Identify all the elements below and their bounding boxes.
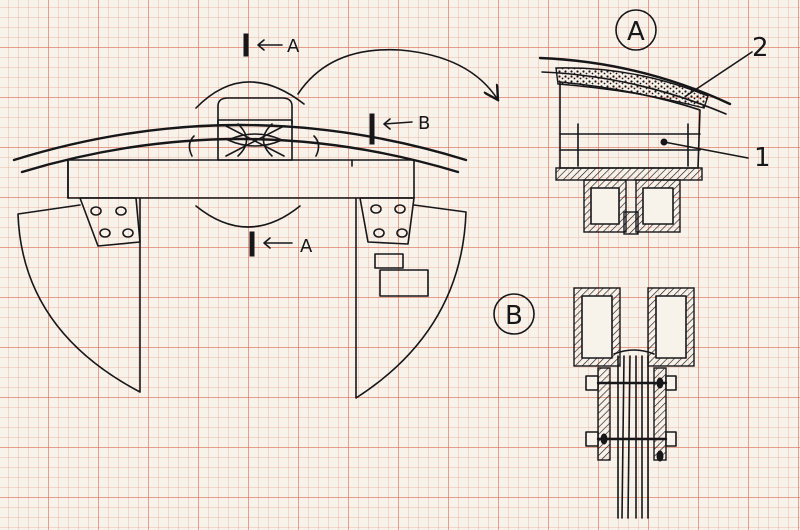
- left-bolt-3: [99, 228, 111, 238]
- clamp-center-curve: [227, 133, 283, 147]
- side-arc-left: [188, 135, 195, 157]
- detail-b-right-tube-hole: [655, 295, 687, 359]
- label-plate-large: [379, 269, 429, 297]
- detail-b-label: B: [505, 301, 523, 331]
- section-bar-a-top: [243, 33, 249, 57]
- right-bolt-3: [373, 228, 385, 238]
- detail-b-nut-2: [600, 433, 608, 445]
- detail-a-label: A: [627, 17, 645, 47]
- clamp-straps: [225, 123, 285, 157]
- detail-a-block: [559, 81, 701, 169]
- rotation-arc-bottom: [195, 205, 301, 228]
- leader-line-2: [685, 51, 753, 97]
- right-bolt-2: [394, 204, 406, 214]
- section-bar-b: [369, 113, 375, 145]
- detail-a-padding-layer: [555, 67, 709, 109]
- section-label-b: B: [418, 113, 430, 134]
- detail-a-left-tube-hole: [590, 187, 620, 225]
- leader-dot-1: [660, 138, 668, 146]
- right-bracket-plate: [359, 197, 415, 245]
- detail-b-bolt-2-head-left: [585, 431, 599, 447]
- detail-b-bolt-1-head-right: [665, 375, 677, 391]
- section-marker-a-bottom: A: [249, 231, 313, 257]
- top-clamp-cap: [217, 97, 293, 125]
- main-assembly: [12, 48, 498, 399]
- detail-b-nut-1: [656, 377, 664, 389]
- detail-b-nut-3: [656, 450, 664, 462]
- detail-arrow-curve: [297, 48, 498, 100]
- detail-a-circle: [615, 9, 657, 51]
- left-bracket-plate: [79, 197, 141, 247]
- side-arc-right: [313, 135, 320, 157]
- detail-b-strap-top: [613, 349, 655, 355]
- label-plate-small: [374, 253, 404, 269]
- section-marker-a-top: A: [243, 33, 300, 57]
- section-arrow-b: [383, 118, 413, 130]
- detail-b: B: [493, 287, 695, 519]
- right-bolt-1: [370, 204, 382, 214]
- section-label-a-top: A: [287, 36, 300, 57]
- leader-line-1: [663, 141, 749, 159]
- detail-a-base-plate: [555, 167, 703, 181]
- detail-b-strap-bundle: [617, 355, 649, 519]
- detail-b-circle: [493, 293, 535, 335]
- section-marker-b: B: [369, 113, 430, 145]
- left-bolt-2: [115, 206, 127, 216]
- rotation-arc-top: [195, 81, 305, 109]
- right-wing-shell: [355, 197, 467, 399]
- part-label-2: 2: [752, 33, 769, 63]
- right-bolt-4: [396, 228, 408, 238]
- detail-a: A 2 1: [538, 9, 771, 235]
- detail-b-left-tube-hole: [581, 295, 613, 359]
- section-label-a-bottom: A: [300, 236, 313, 257]
- left-wing-shell: [17, 197, 141, 393]
- detail-b-bolt-2-head-right: [665, 431, 677, 447]
- detail-b-bolt-1-head-left: [585, 375, 599, 391]
- section-arrow-a-top: [257, 39, 283, 51]
- detail-a-tube-outer: [538, 56, 732, 106]
- detail-a-center-web: [623, 211, 639, 235]
- section-bar-a-bottom: [249, 231, 255, 257]
- cross-beam: [67, 159, 415, 199]
- left-bolt-4: [122, 228, 134, 238]
- section-arrow-a-bottom: [263, 237, 293, 249]
- left-bolt-1: [90, 206, 102, 216]
- detail-a-right-tube-hole: [642, 187, 674, 225]
- curved-tube-lower-edge: [20, 137, 460, 174]
- part-label-1: 1: [754, 143, 771, 173]
